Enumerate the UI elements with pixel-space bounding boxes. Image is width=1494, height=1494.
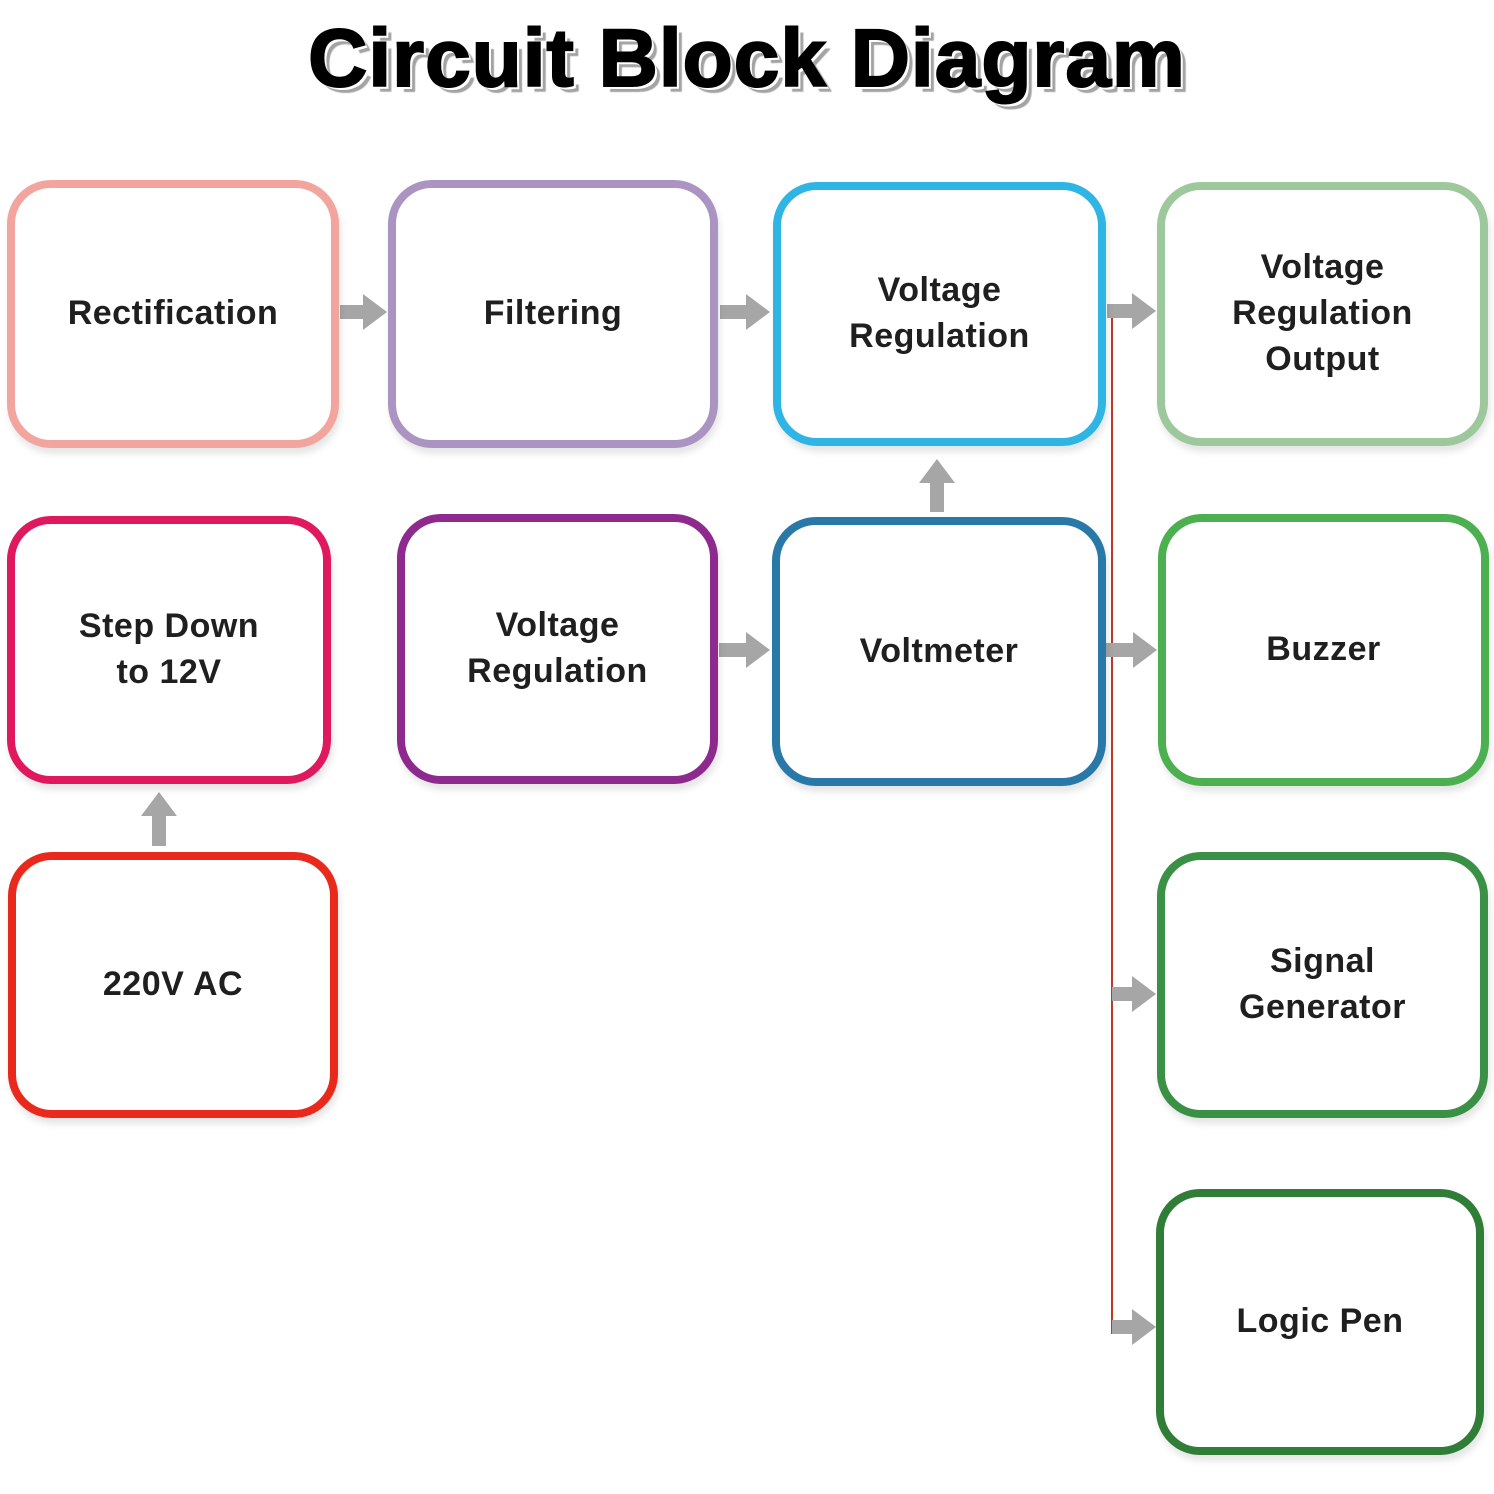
arrow-head	[1132, 976, 1156, 1012]
arrow-rectification-to-filtering-icon	[340, 294, 387, 330]
node-signal-generator: Signal Generator	[1157, 852, 1488, 1118]
node-label: Rectification	[67, 294, 279, 333]
node-label: Step Down to 12V	[78, 607, 260, 691]
arrow-shaft	[1106, 643, 1137, 657]
node-label: Voltage Regulation Output	[1232, 248, 1413, 378]
arrow-shaft	[719, 643, 750, 657]
node-filtering: Filtering	[388, 180, 718, 448]
node-label: Voltmeter	[859, 631, 1019, 670]
node-label: Buzzer	[1266, 630, 1381, 669]
arrow-shaft	[1112, 987, 1136, 1001]
page-title: Circuit Block Diagram	[307, 12, 1186, 105]
node-voltage-regulation-output: Voltage Regulation Output	[1157, 182, 1488, 446]
arrow-voltmeter-to-buzzer-icon	[1106, 632, 1157, 668]
arrow-head	[1132, 293, 1156, 329]
arrow-shaft	[152, 812, 166, 846]
node-voltage-regulation-top: Voltage Regulation	[773, 182, 1106, 446]
arrow-voltage-regulation-mid-to-voltmeter-icon	[719, 632, 770, 668]
node-label: Filtering	[483, 294, 623, 333]
node-buzzer: Buzzer	[1158, 514, 1489, 786]
arrow-line-to-signal-generator-icon	[1112, 976, 1156, 1012]
arrow-head	[363, 294, 387, 330]
arrow-shaft	[340, 305, 367, 319]
arrow-shaft	[1112, 1320, 1136, 1334]
arrow-voltmeter-to-voltage-regulation-icon	[919, 459, 955, 512]
arrow-head	[1133, 632, 1157, 668]
node-rectification: Rectification	[7, 180, 339, 448]
node-label: Voltage Regulation	[467, 606, 648, 690]
arrow-head	[919, 459, 955, 483]
arrow-shaft	[720, 305, 750, 319]
arrow-head	[1132, 1309, 1156, 1345]
red-connector-line	[1111, 308, 1113, 1334]
node-label: 220V AC	[102, 965, 244, 1004]
arrow-shaft	[930, 479, 944, 512]
arrow-voltage-regulation-to-output-icon	[1107, 293, 1156, 329]
arrow-head	[141, 792, 177, 816]
arrow-head	[746, 632, 770, 668]
arrow-head	[746, 294, 770, 330]
node-voltmeter: Voltmeter	[772, 517, 1106, 786]
node-logic-pen: Logic Pen	[1156, 1189, 1484, 1455]
node-voltage-regulation-mid: Voltage Regulation	[397, 514, 718, 784]
node-step-down-to-12v: Step Down to 12V	[7, 516, 331, 784]
node-label: Signal Generator	[1239, 942, 1406, 1026]
arrow-line-to-logic-pen-icon	[1112, 1309, 1156, 1345]
arrow-shaft	[1107, 304, 1136, 318]
arrow-filtering-to-voltage-regulation-icon	[720, 294, 770, 330]
node-label: Logic Pen	[1236, 1302, 1404, 1341]
node-220v-ac: 220V AC	[8, 852, 338, 1118]
node-label: Voltage Regulation	[849, 271, 1030, 355]
arrow-220v-ac-to-step-down-icon	[141, 792, 177, 846]
